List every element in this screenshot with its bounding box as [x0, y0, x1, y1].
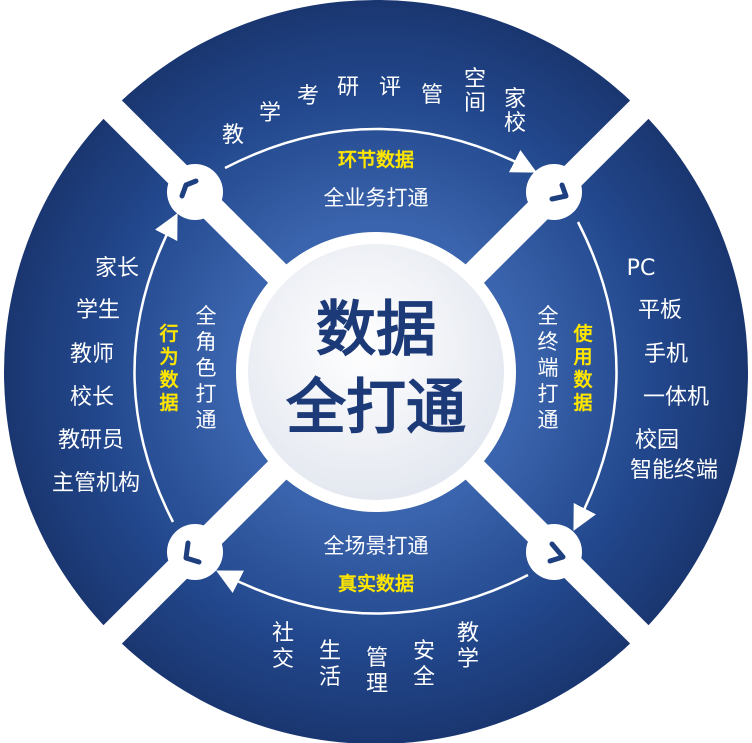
top-item-vertical: 空间 — [464, 67, 486, 116]
arrow-arc-right — [573, 221, 618, 531]
top-item: 教 — [222, 123, 244, 148]
arrow-arc-top — [224, 127, 537, 173]
arrow-arc-left — [133, 213, 178, 523]
top-heading: 环节数据 — [338, 148, 414, 171]
bottom-item-vertical: 社交 — [272, 621, 294, 672]
left-item: 家长 — [95, 256, 139, 281]
left-item: 教师 — [70, 342, 114, 367]
right-subtitle-vertical: 全终端打通 — [538, 304, 559, 432]
corner-node-bottom-right — [526, 524, 582, 580]
corner-node-top-left — [167, 164, 223, 220]
top-item: 管 — [421, 83, 443, 108]
corner-node-bottom-left — [167, 524, 223, 580]
left-item: 学生 — [76, 298, 120, 323]
top-item: 研 — [337, 75, 359, 100]
right-item: 校园 — [635, 428, 679, 453]
right-item: 平板 — [638, 298, 682, 323]
bottom-item-vertical: 安全 — [413, 639, 435, 690]
top-item: 评 — [379, 75, 401, 100]
right-item: 手机 — [644, 342, 688, 367]
left-subtitle-vertical: 全角色打通 — [196, 304, 217, 432]
top-segment: 教 学 考 研 评 管 空间 家校 — [222, 67, 526, 148]
top-subtitle: 全业务打通 — [324, 186, 429, 210]
center-title-line2: 全打通 — [285, 373, 466, 443]
bottom-subtitle: 全场景打通 — [324, 534, 429, 558]
right-item: 一体机 — [643, 385, 709, 410]
bottom-item-vertical: 生活 — [319, 639, 341, 690]
bottom-heading: 真实数据 — [338, 572, 414, 595]
bottom-item-vertical: 管理 — [366, 646, 388, 697]
arrow-arc-bottom — [216, 570, 529, 615]
top-item: 考 — [297, 84, 319, 109]
bottom-segment: 社交 生活 管理 安全 教学 — [272, 621, 479, 697]
left-item: 教研员 — [58, 428, 124, 453]
right-item: PC — [627, 256, 656, 281]
left-item: 主管机构 — [52, 471, 140, 496]
right-heading-vertical: 使用数据 — [572, 323, 593, 414]
left-heading-vertical: 行为数据 — [158, 322, 179, 414]
left-item: 校长 — [70, 385, 114, 410]
top-item: 学 — [259, 101, 281, 126]
top-item-vertical: 家校 — [504, 87, 526, 136]
right-item: 智能终端 — [630, 458, 718, 483]
bottom-item-vertical: 教学 — [457, 621, 479, 672]
left-segment: 家长 学生 教师 校长 教研员 主管机构 — [52, 256, 140, 496]
corner-node-top-right — [526, 164, 582, 220]
center-title-line1: 数据 — [316, 295, 436, 365]
right-segment: PC 平板 手机 一体机 校园 智能终端 — [627, 256, 718, 483]
